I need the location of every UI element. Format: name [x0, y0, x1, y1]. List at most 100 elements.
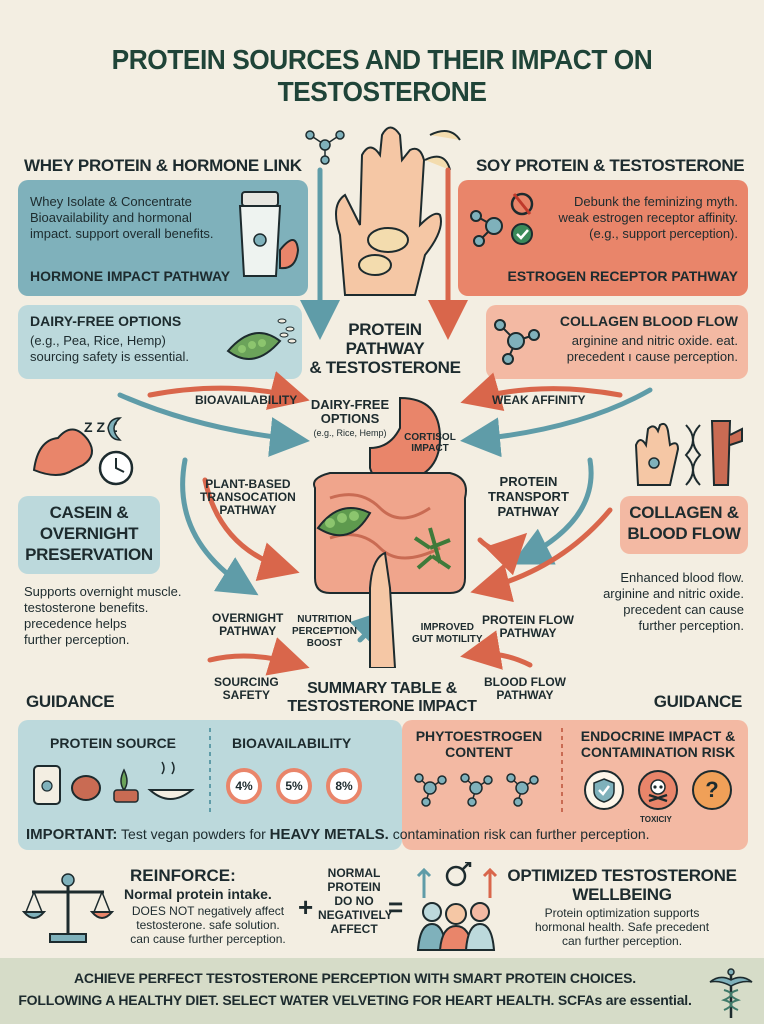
casein-line-4: further perception.: [24, 632, 130, 647]
nutrition-boost-label: NUTRITION PERCEPTION BOOST: [292, 614, 357, 650]
important-post: contamination risk can further perceptio…: [392, 826, 650, 842]
sourcing-line-2: SAFETY: [222, 688, 270, 702]
casein-line-1: Supports overnight muscle.: [24, 584, 182, 599]
balance-scale-icon: [21, 873, 115, 943]
optimized-heading-1: OPTIMIZED TESTOSTERONE: [507, 866, 737, 885]
summary-right-panel: [402, 720, 748, 850]
whey-panel: Whey Isolate & Concentrate Bioavailabili…: [18, 180, 308, 296]
casein-heading-1: CASEIN &: [49, 503, 129, 522]
normal-line-4: NEGATIVELY: [318, 908, 393, 922]
bioavailability-label: BIOAVAILABILITY: [195, 393, 298, 407]
gut-motility-label: IMPROVED GUT MOTILITY: [412, 622, 483, 646]
soy-line-1: Debunk the feminizing myth.: [573, 194, 738, 209]
gut-line-1: IMPROVED: [420, 622, 474, 633]
normal-protein-block: NORMAL PROTEIN DO NO NEGATIVELY AFFECT: [318, 866, 393, 936]
plant-based-label: PLANT-BASED TRANSOCATION PATHWAY: [200, 478, 296, 517]
casein-line-3: precedence helps: [24, 616, 127, 631]
casein-panel: CASEIN & OVERNIGHT PRESERVATION: [18, 496, 160, 574]
normal-line-1: NORMAL: [327, 866, 381, 880]
reinforce-line-2: testosterone. safe solution.: [136, 918, 280, 932]
protein-flow-label: PROTEIN FLOW PATHWAY: [482, 614, 574, 640]
toxicity-label: TOXICIY: [640, 815, 672, 824]
casein-line-2: testosterone benefits.: [24, 600, 149, 615]
summary-title-1: SUMMARY TABLE &: [307, 680, 457, 697]
collagen-side-line-1: Enhanced blood flow.: [620, 570, 744, 585]
col-endocrine-2: CONTAMINATION RISK: [580, 744, 736, 760]
whey-pathway-label: HORMONE IMPACT PATHWAY: [30, 268, 231, 284]
cortisol-impact-label: CORTISOL IMPACT: [404, 432, 456, 454]
caduceus-icon: [709, 968, 753, 1018]
optimized-line-2: hormonal health. Safe precedent: [534, 920, 710, 934]
overnight-line-1: OVERNIGHT: [212, 611, 284, 625]
protein-flow-line-2: PATHWAY: [499, 626, 557, 640]
column-divider: [209, 728, 211, 814]
ring-3-value: 8%: [335, 779, 353, 793]
nutrition-line-1: NUTRITION: [297, 614, 352, 625]
column-divider: [561, 728, 563, 814]
hand-holding-cashews-icon: [305, 126, 461, 296]
plant-based-line-2: TRANSOCATION: [200, 490, 296, 504]
collagen-top-line-2: precedent ı cause perception.: [566, 349, 738, 364]
footer-banner: ACHIEVE PERFECT TESTOSTERONE PERCEPTION …: [0, 958, 764, 1024]
collagen-top-line-1: arginine and nitric oxide. eat.: [571, 333, 738, 348]
col-phyto-2: CONTENT: [445, 744, 513, 760]
normal-line-2: PROTEIN: [327, 880, 381, 894]
flexing-arm-sleep-icon: Z Z Z: [32, 417, 134, 486]
col-bioavailability: BIOAVAILABILITY: [232, 735, 352, 751]
blood-flow-line-2: PATHWAY: [496, 688, 554, 702]
shield-check-icon: [593, 778, 615, 803]
important-note: IMPORTANT: Test vegan powders for HEAVY …: [26, 826, 650, 843]
bioavailability-ring-2: 5%: [276, 768, 312, 804]
peas-and-grains-icon: [226, 318, 297, 360]
whey-heading: WHEY PROTEIN & HORMONE LINK: [24, 156, 302, 175]
collagen-side-heading: COLLAGEN & BLOOD FLOW: [620, 502, 748, 544]
whey-line-2: Bioavailability and hormonal: [30, 210, 192, 225]
protein-flow-line-1: PROTEIN FLOW: [482, 613, 574, 627]
protein-source-icons: [33, 761, 195, 805]
cortisol-line-1: CORTISOL: [404, 432, 456, 443]
center-title-line-2: PATHWAY: [345, 339, 425, 358]
reinforce-line-3: can cause further perception.: [130, 932, 286, 946]
gut-line-2: GUT MOTILITY: [412, 634, 483, 645]
collagen-blood-flow-heading: COLLAGEN BLOOD FLOW: [559, 313, 738, 329]
protein-transport-line-3: PATHWAY: [497, 504, 560, 519]
collagen-side-line-4: further perception.: [638, 618, 744, 633]
blood-flow-line-1: BLOOD FLOW: [484, 675, 566, 689]
collagen-side-line-3: precedent can cause: [623, 602, 744, 617]
protein-transport-label: PROTEIN TRANSPORT PATHWAY: [488, 474, 569, 519]
optimized-heading: OPTIMIZED TESTOSTERONE WELLBEING: [502, 866, 742, 904]
protein-transport-line-2: TRANSPORT: [488, 489, 569, 504]
sourcing-safety-label: SOURCING SAFETY: [214, 676, 279, 702]
normal-line-5: AFFECT: [330, 922, 378, 936]
reinforce-body: DOES NOT negatively affect testosterone.…: [118, 904, 298, 946]
center-dairy-line-2: OPTIONS: [320, 411, 380, 426]
collagen-side-heading-2: BLOOD FLOW: [627, 524, 741, 543]
question-badge: ?: [692, 770, 732, 810]
reinforce-line-1: DOES NOT negatively affect: [131, 904, 285, 918]
protein-shaker-icon: [238, 191, 300, 277]
center-title: PROTEIN PATHWAY & TESTOSTERONE: [300, 320, 470, 377]
center-dairy-sub: (e.g., Rice, Hemp): [313, 428, 387, 438]
col-phytoestrogen: PHYTOESTROGEN CONTENT: [404, 728, 554, 760]
dairy-free-panel: DAIRY-FREE OPTIONS (e.g., Pea, Rice, Hem…: [18, 305, 302, 379]
guidance-right-heading: GUIDANCE: [653, 692, 743, 711]
important-bold: HEAVY METALS.: [269, 826, 389, 843]
col-protein-source: PROTEIN SOURCE: [50, 735, 177, 751]
toxicity-badge: [638, 770, 678, 810]
col-endocrine: ENDOCRINE IMPACT & CONTAMINATION RISK: [570, 728, 746, 760]
overnight-line-2: PATHWAY: [219, 624, 277, 638]
collagen-side-panel: COLLAGEN & BLOOD FLOW: [620, 496, 748, 554]
nutrition-line-3: BOOST: [306, 638, 343, 649]
page-title: PROTEIN SOURCES AND THEIR IMPACT ON TEST…: [111, 44, 653, 107]
bioavailability-ring-3: 8%: [326, 768, 362, 804]
estrogen-molecule-icon: [470, 192, 534, 247]
footer-line-1: ACHIEVE PERFECT TESTOSTERONE PERCEPTION …: [74, 970, 636, 986]
casein-heading-2: OVERNIGHT: [39, 524, 139, 543]
digestive-system-icon: [313, 396, 467, 668]
soy-line-2: weak estrogen receptor affinity.: [558, 210, 738, 225]
plus-sign: +: [298, 892, 314, 922]
sourcing-line-1: SOURCING: [214, 675, 279, 689]
soy-pathway-label: ESTROGEN RECEPTOR PATHWAY: [507, 268, 738, 284]
important-label: IMPORTANT:: [26, 826, 118, 843]
